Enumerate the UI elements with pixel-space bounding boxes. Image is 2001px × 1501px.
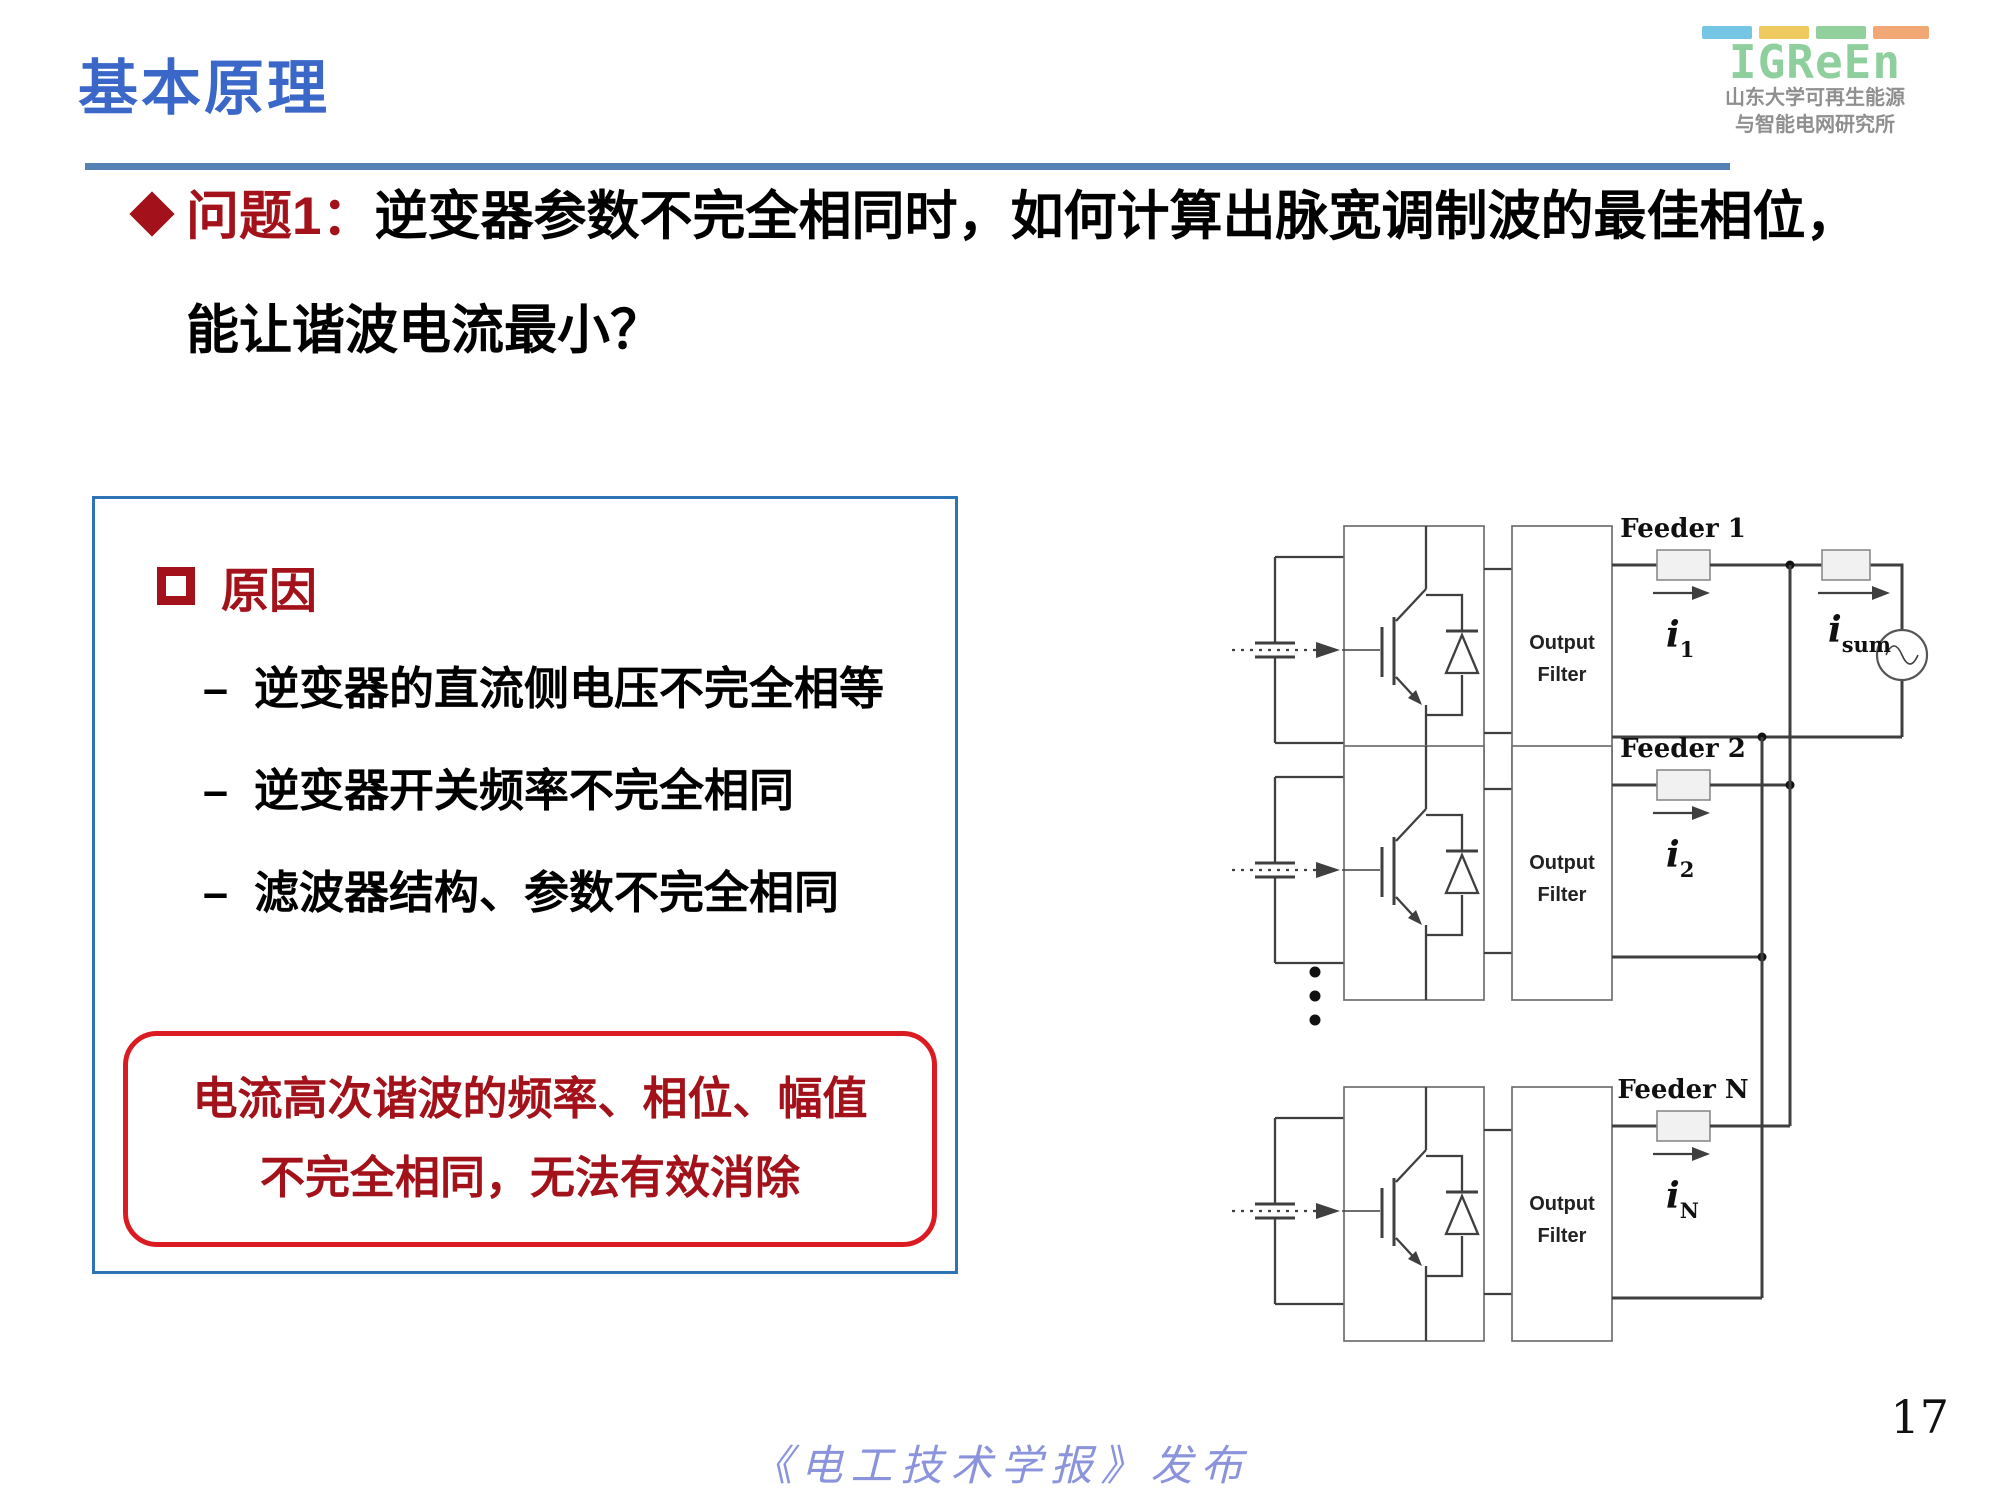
question-text: 问题1：逆变器参数不完全相同时，如何计算出脉宽调制波的最佳相位， 能让谐波电流最… (186, 182, 1858, 366)
dc-capacitor-icon (1255, 1202, 1295, 1220)
feeder-impedance (1656, 769, 1711, 801)
question-block: 问题1：逆变器参数不完全相同时，如何计算出脉宽调制波的最佳相位， 能让谐波电流最… (129, 182, 1922, 366)
reason-panel: 原因 – 逆变器的直流侧电压不完全相等 – 逆变器开关频率不完全相同 – 滤波器… (92, 496, 958, 1274)
inverter-unit-N: Output Filter Feeder N iN (1232, 1075, 1749, 1342)
logo-text-line: 与智能电网研究所 (1735, 113, 1895, 136)
output-filter-label: Filter (1538, 664, 1587, 686)
reason-list: – 逆变器的直流侧电压不完全相等 – 逆变器开关频率不完全相同 – 滤波器结构、… (203, 663, 955, 918)
grid-impedance (1821, 549, 1871, 581)
reason-heading: 原因 (157, 551, 955, 621)
title-rule (85, 163, 1730, 170)
output-filter-label: Output (1529, 1193, 1595, 1215)
grid-connection: isum (1612, 549, 1929, 742)
dash-bullet: – (203, 866, 229, 918)
conclusion-line1: 电流高次谐波的频率、相位、幅值 (192, 1073, 868, 1125)
inverter-unit-1: Output Filter Feeder 1 i1 (1232, 514, 1746, 781)
igbt-icon (1395, 1087, 1428, 1341)
logo-brand: IGReEn (1728, 35, 1902, 89)
output-filter-box (1511, 745, 1613, 1001)
institute-logo: IGReEn 山东大学可再生能源 与智能电网研究所 (1675, 26, 1955, 139)
dc-capacitor-icon (1255, 861, 1295, 879)
question-line2: 能让谐波电流最小？ (186, 301, 663, 360)
output-filter-label: Output (1529, 852, 1595, 874)
reason-heading-label: 原因 (221, 565, 318, 618)
logo-bar (1872, 26, 1929, 39)
logo-color-bars (1675, 26, 1955, 39)
dc-capacitor-icon (1255, 641, 1295, 659)
feeder-label: Feeder 2 (1620, 734, 1746, 764)
diode-icon (1426, 1154, 1464, 1278)
igbt-icon (1395, 746, 1428, 1000)
igbt-icon (1395, 526, 1428, 780)
output-filter-label: Filter (1538, 1225, 1587, 1247)
inverter-unit-2: Output Filter Feeder 2 i2 (1232, 734, 1746, 1001)
ellipsis-dots (1309, 966, 1321, 1026)
output-filter-box (1511, 1086, 1613, 1342)
dash-bullet: – (203, 663, 229, 714)
page-title: 基本原理 (78, 55, 330, 122)
list-item: – 逆变器的直流侧电压不完全相等 (203, 663, 955, 715)
dash-bullet: – (203, 764, 229, 816)
diode-icon (1426, 813, 1464, 937)
output-filter-box (1511, 525, 1613, 781)
circuit-svg: Output Filter Feeder 1 i1 isum (1232, 514, 1929, 1342)
current-label: iN (1666, 1175, 1699, 1223)
logo-bar (1815, 26, 1866, 39)
list-item: – 滤波器结构、参数不完全相同 (203, 867, 955, 919)
output-filter-label: Output (1529, 632, 1595, 654)
source-note: 《电工技术学报》发布 (750, 1441, 1251, 1490)
feeder-impedance (1656, 549, 1711, 581)
current-label: i1 (1666, 614, 1694, 662)
conclusion-callout: 电流高次谐波的频率、相位、幅值 不完全相同，无法有效消除 (123, 1031, 937, 1247)
logo-bar (1758, 26, 1809, 39)
output-filter-label: Filter (1538, 884, 1587, 906)
question-line1: 逆变器参数不完全相同时，如何计算出脉宽调制波的最佳相位， (374, 187, 1859, 246)
diamond-bullet-icon (129, 191, 175, 237)
logo-bar (1701, 26, 1752, 39)
square-bullet-icon (157, 567, 195, 605)
feeder-impedance (1656, 1110, 1711, 1142)
list-item-text: 滤波器结构、参数不完全相同 (254, 866, 840, 918)
logo-text-line: 山东大学可再生能源 (1725, 86, 1905, 109)
sum-current-label: isum (1828, 609, 1891, 657)
diode-icon (1426, 593, 1464, 717)
circuit-diagram: Output Filter Feeder 1 i1 isum (1230, 490, 2001, 1350)
feeder-label: Feeder N (1617, 1075, 1748, 1105)
list-item-text: 逆变器的直流侧电压不完全相等 (254, 663, 885, 714)
question-label: 问题1： (186, 187, 375, 246)
list-item-text: 逆变器开关频率不完全相同 (254, 764, 795, 816)
current-label: i2 (1666, 834, 1694, 882)
page-number: 17 (1890, 1390, 1949, 1444)
list-item: – 逆变器开关频率不完全相同 (203, 765, 955, 817)
conclusion-line2: 不完全相同，无法有效消除 (259, 1152, 800, 1203)
feeder-label: Feeder 1 (1620, 514, 1746, 544)
bus-lines (1760, 565, 1792, 1298)
